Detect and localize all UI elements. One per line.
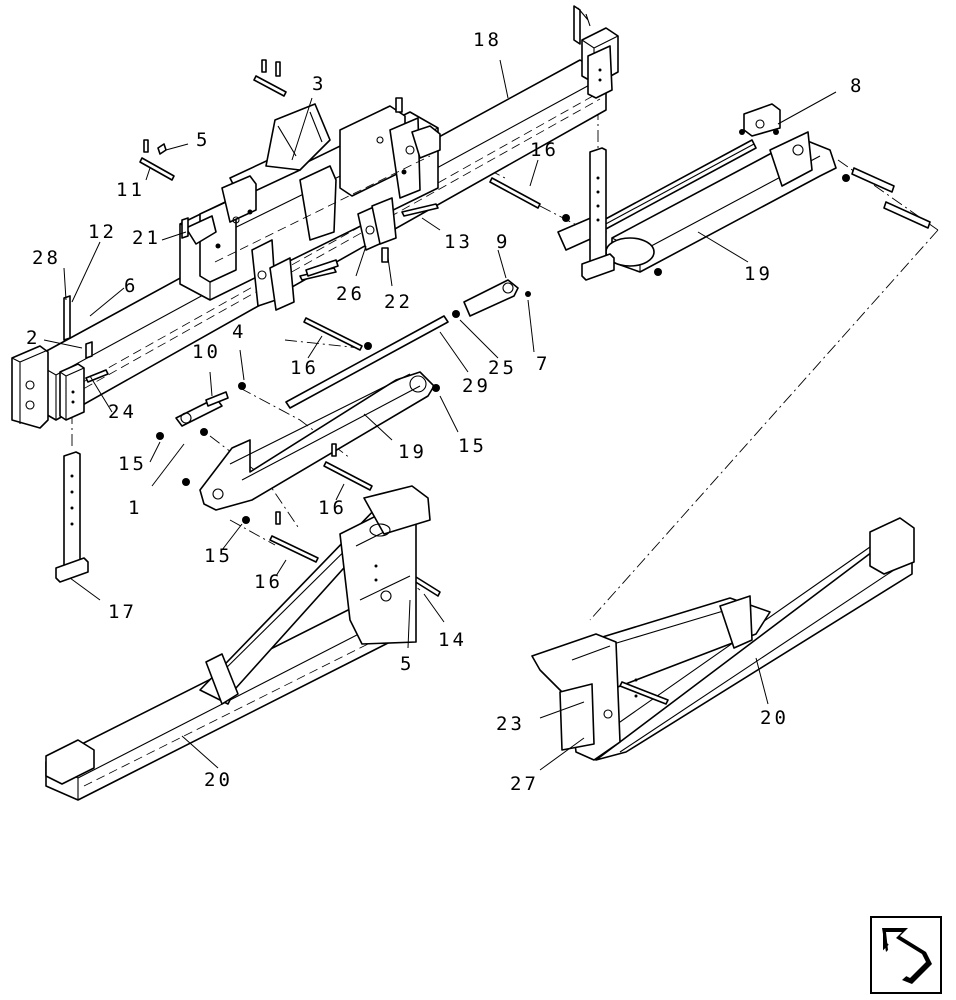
- callout-19: 19: [744, 263, 773, 285]
- callout-15: 15: [458, 435, 487, 457]
- callout-16: 16: [318, 497, 347, 519]
- callout-7: 7: [536, 353, 550, 375]
- left-beam-hardware: [63, 295, 109, 383]
- callout-15: 15: [204, 545, 233, 567]
- callout-28: 28: [32, 247, 61, 269]
- callout-3: 3: [312, 73, 326, 95]
- left-lift-arm: [156, 371, 441, 599]
- callout-5: 5: [196, 129, 210, 151]
- callout-16: 16: [254, 571, 283, 593]
- callout-9: 9: [496, 231, 510, 253]
- callout-leaders: [43, 59, 837, 771]
- callout-12: 12: [88, 221, 117, 243]
- right-jack-stand: [581, 147, 615, 281]
- callout-13: 13: [444, 231, 473, 253]
- callout-23: 23: [496, 713, 525, 735]
- right-lift-arm: [557, 103, 931, 276]
- left-wing-frame: [45, 485, 431, 801]
- left-end-plate: [11, 345, 49, 429]
- callout-29: 29: [462, 375, 491, 397]
- callout-19: 19: [398, 441, 427, 463]
- callout-5: 5: [400, 653, 414, 675]
- callout-17: 17: [108, 601, 137, 623]
- callout-27: 27: [510, 773, 539, 795]
- callout-6: 6: [124, 275, 138, 297]
- callout-1: 1: [128, 497, 142, 519]
- hitch-hardware: [139, 59, 439, 281]
- callout-labels: 18 3 8 5 16 11 12 21 28 6 13 9 26 22 19 …: [26, 29, 864, 795]
- callout-14: 14: [438, 629, 467, 651]
- callout-4: 4: [232, 321, 246, 343]
- previous-page-arrow-icon: [882, 928, 932, 984]
- right-wing-frame: [531, 517, 915, 761]
- callout-24: 24: [108, 401, 137, 423]
- callout-22: 22: [384, 291, 413, 313]
- callout-25: 25: [488, 357, 517, 379]
- previous-page-button[interactable]: [870, 916, 942, 994]
- middle-pins: [238, 259, 531, 409]
- center-hitch-assembly: [179, 103, 441, 311]
- callout-10: 10: [192, 341, 221, 363]
- left-stand-mount: [59, 363, 85, 421]
- callout-8: 8: [850, 75, 864, 97]
- callout-15: 15: [118, 453, 147, 475]
- left-jack-stand: [55, 451, 89, 583]
- callout-16: 16: [530, 139, 559, 161]
- callout-11: 11: [116, 179, 145, 201]
- callout-16: 16: [290, 357, 319, 379]
- callout-2: 2: [26, 327, 40, 349]
- pin-16-upper: [489, 177, 541, 209]
- callout-20: 20: [760, 707, 789, 729]
- callout-18: 18: [473, 29, 502, 51]
- callout-26: 26: [336, 283, 365, 305]
- right-end-bracket: [573, 5, 619, 99]
- callout-20: 20: [204, 769, 233, 791]
- callout-21: 21: [132, 227, 161, 249]
